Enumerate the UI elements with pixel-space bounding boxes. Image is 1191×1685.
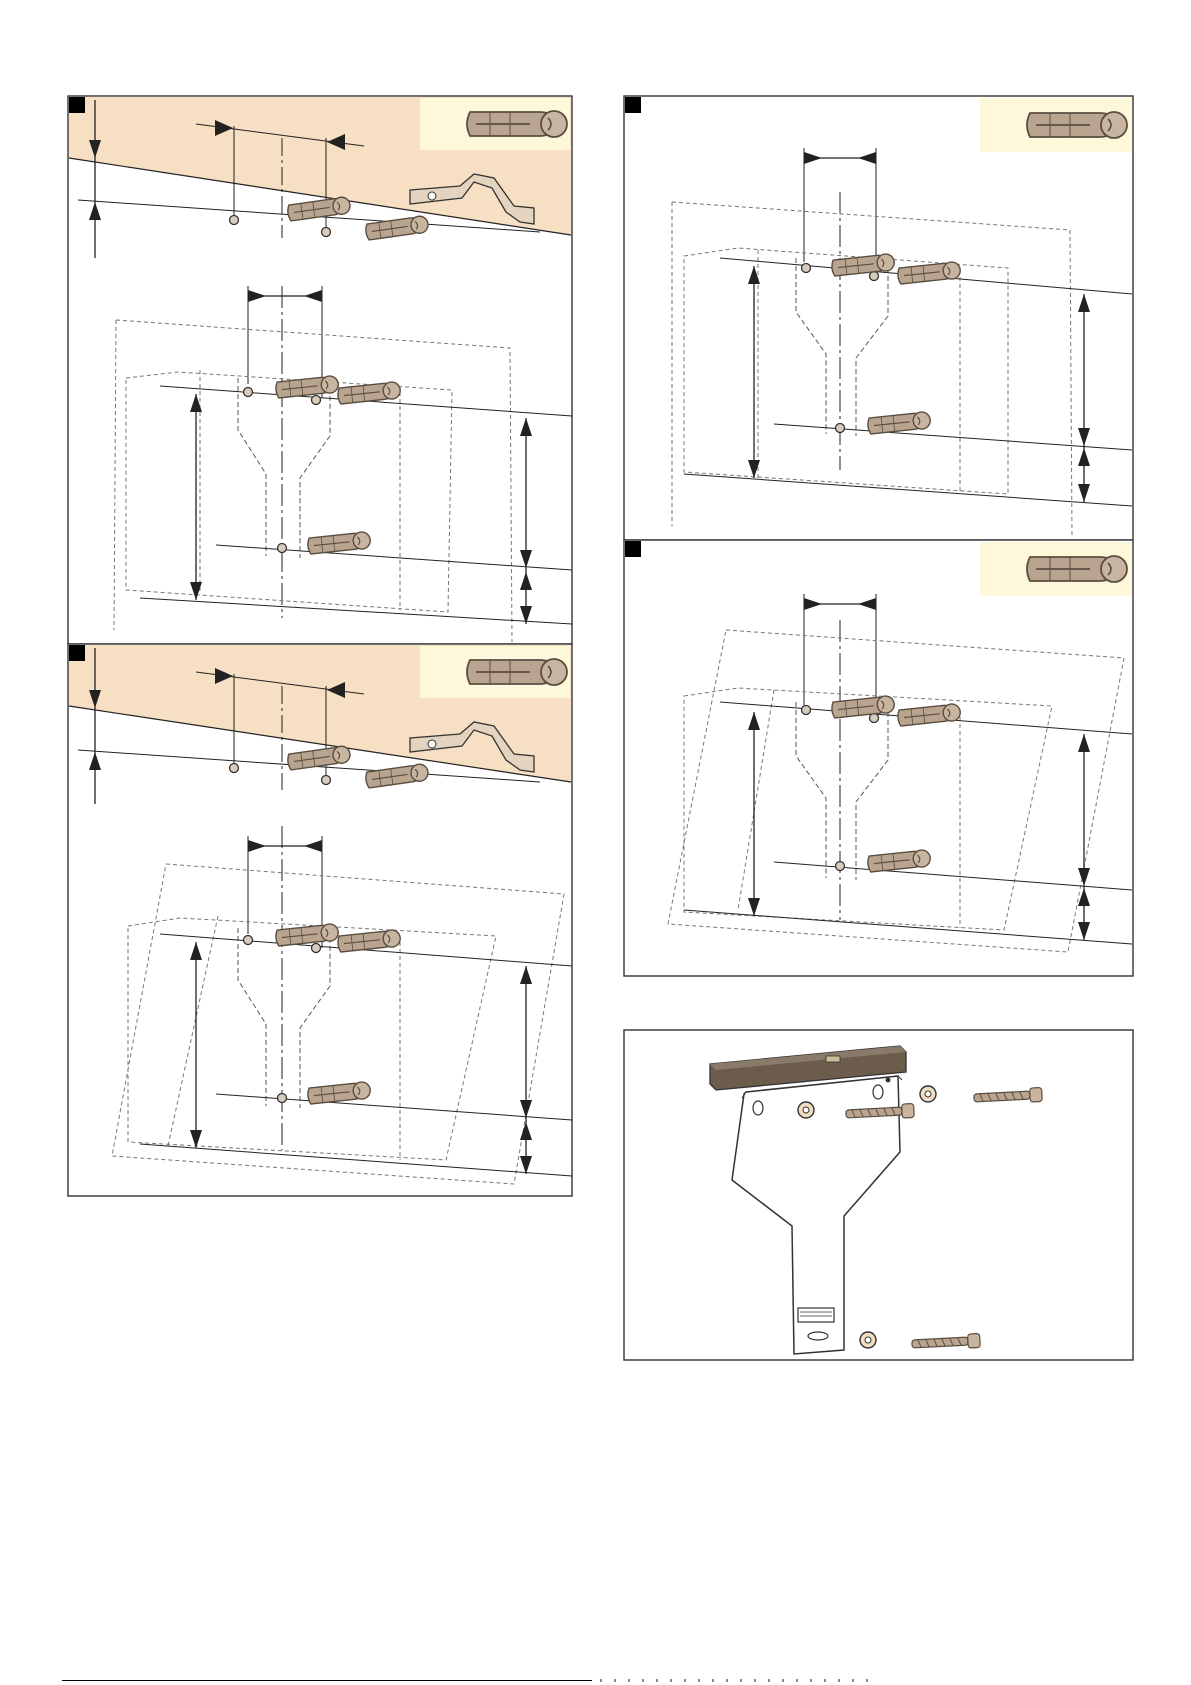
footer-rule — [62, 1680, 592, 1681]
washer-icon — [920, 1086, 936, 1102]
step-marker — [625, 97, 641, 113]
panel-a — [68, 96, 572, 644]
wall-plug-icon — [467, 111, 567, 137]
step-marker — [625, 541, 641, 557]
panel-b-frame — [624, 96, 1133, 540]
panel-b — [624, 96, 1133, 540]
washer-icon — [798, 1102, 814, 1118]
wall-plug-icon — [1027, 112, 1127, 138]
wall-plug-icon — [1027, 556, 1127, 582]
bracket-panel — [624, 1030, 1133, 1360]
step-marker — [69, 645, 85, 661]
washer-icon — [860, 1332, 876, 1348]
footer-marks — [600, 1679, 880, 1682]
panel-c — [68, 644, 572, 1196]
step-marker — [69, 97, 85, 113]
wall-plug-icon — [467, 659, 567, 685]
panel-d — [624, 540, 1133, 976]
